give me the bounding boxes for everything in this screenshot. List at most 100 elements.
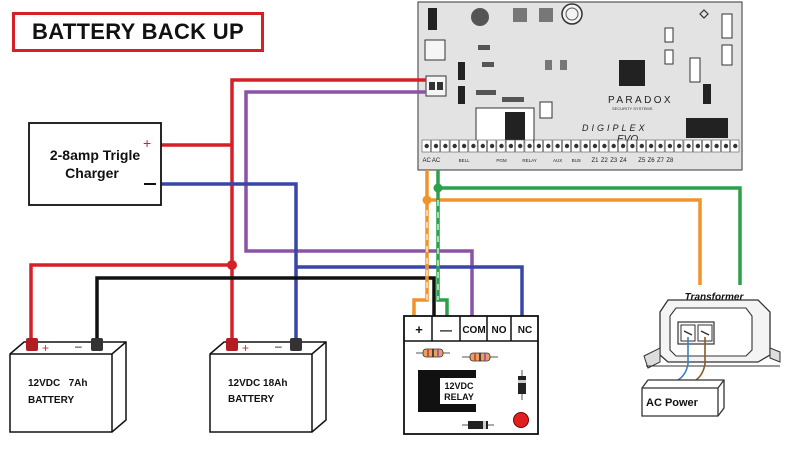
terminal-screw-icon — [461, 143, 467, 149]
svg-text:+: + — [42, 341, 49, 355]
terminal-screw-icon — [518, 143, 523, 149]
charger-label-line1: 2-8amp Trigle — [50, 147, 140, 163]
relay-terminal-minus: — — [440, 323, 452, 337]
wire-red-main — [230, 78, 426, 344]
panel-terminal-label: PGM — [496, 158, 507, 163]
fuse-icon — [428, 8, 437, 30]
wire-green — [436, 170, 742, 285]
wire-black — [95, 276, 436, 344]
battery-terminal-positive — [226, 338, 238, 351]
panel-terminal-label: Z6 — [648, 158, 656, 164]
terminal-screw-icon — [611, 143, 616, 149]
terminal-screw-icon — [723, 143, 729, 149]
charger: 2-8amp Trigle Charger + — [28, 122, 162, 206]
ac-power: AC Power — [641, 379, 725, 417]
mounting-icon — [699, 9, 709, 19]
terminal-screw-icon — [433, 143, 439, 149]
svg-text:+: + — [242, 341, 249, 355]
battery-7ah: + – 12VDC 7Ah BATTERY — [9, 338, 127, 433]
panel-terminal-label: Z4 — [620, 158, 628, 164]
terminal-screw-icon — [527, 143, 532, 149]
terminal-screw-icon — [574, 143, 579, 149]
wires — [29, 78, 742, 344]
panel-terminal-label: AUX — [553, 158, 562, 163]
wire-purple — [244, 90, 474, 318]
terminal-screw-icon — [471, 143, 476, 149]
terminal-screw-icon — [630, 143, 635, 149]
panel-terminal-label: Z5 — [638, 158, 646, 164]
buzzer-icon — [471, 8, 489, 26]
terminal-screw-icon — [639, 143, 644, 149]
battery-18ah-label-line2: BATTERY — [228, 394, 274, 405]
panel-terminal-label: AC — [423, 158, 432, 164]
relay-terminal-no: NO — [492, 325, 507, 336]
relay-terminal-com: COM — [462, 325, 485, 336]
wire-orange — [425, 170, 702, 285]
terminal-screw-icon — [714, 143, 719, 149]
terminal-screw-icon — [583, 143, 588, 149]
panel-terminal-label: AC — [432, 158, 441, 164]
panel-terminal-label: BELL — [459, 158, 471, 163]
wire-orange-relay — [412, 200, 429, 318]
terminal-screw-icon — [480, 143, 485, 149]
battery-18ah: + – 12VDC 18Ah BATTERY — [209, 338, 327, 433]
terminal-screw-icon — [602, 143, 607, 149]
panel-terminal-label: Z3 — [610, 158, 618, 164]
ac-power-label: AC Power — [646, 397, 699, 409]
panel-terminal-label: Z1 — [591, 158, 599, 164]
relay-label-line1: 12VDC — [444, 381, 474, 391]
panel-model: DIGIPLEX — [582, 123, 648, 133]
relay-label-line2: RELAY — [444, 392, 474, 402]
panel-terminal-label: Z7 — [657, 158, 665, 164]
terminal-screw-icon — [564, 143, 570, 149]
wire-red-battery-7ah — [29, 263, 232, 344]
battery-terminal-negative — [91, 338, 103, 351]
panel-terminal-label: Z2 — [601, 158, 609, 164]
diagram-title: BATTERY BACK UP — [32, 19, 244, 44]
panel-terminal-label: RELAY — [522, 158, 536, 163]
panel-brand: PARADOX — [608, 95, 673, 106]
charger-plus-sign: + — [143, 135, 151, 151]
wire-junction — [227, 260, 237, 270]
terminal-screw-icon — [443, 143, 448, 149]
charger-label-line2: Charger — [65, 165, 119, 181]
relay-terminal-nc: NC — [518, 325, 532, 336]
led-icon — [513, 412, 529, 428]
battery-terminal-positive — [26, 338, 38, 351]
relay-terminal-plus: + — [415, 322, 423, 337]
relay-module: + — COM NO NC 12VDC RELAY — [403, 315, 539, 435]
diode-icon — [518, 370, 526, 400]
panel-terminal-label: BUS — [572, 158, 581, 163]
terminal-screw-icon — [546, 143, 551, 149]
terminal-screw-icon — [424, 143, 429, 149]
terminal-screw-icon — [733, 143, 738, 149]
terminal-screw-icon — [686, 143, 691, 149]
terminal-screw-icon — [648, 143, 654, 149]
alarm-panel: PARADOX SECURITY SYSTEMS DIGIPLEX EVO AC… — [417, 1, 743, 171]
transformer: Transformer — [643, 292, 781, 381]
terminal-screw-icon — [592, 143, 598, 149]
wire-blue-nc — [296, 265, 524, 318]
panel-brand-sub: SECURITY SYSTEMS — [612, 106, 653, 111]
terminal-screw-icon — [667, 143, 673, 149]
transformer-label: Transformer — [685, 292, 745, 303]
coin-battery-icon — [561, 3, 583, 25]
svg-text:–: – — [275, 339, 282, 353]
battery-18ah-label-line1: 12VDC 18Ah — [228, 378, 287, 389]
battery-connector — [425, 75, 447, 97]
resistor-icon — [462, 352, 498, 362]
terminal-screw-icon — [677, 143, 682, 149]
terminal-screw-icon — [658, 143, 663, 149]
terminal-screw-icon — [452, 143, 457, 149]
terminal-screw-icon — [705, 143, 710, 149]
resistor-icon — [416, 348, 450, 358]
diode-icon — [462, 421, 494, 429]
battery-7ah-label-line2: BATTERY — [28, 395, 74, 406]
panel-terminal-label: Z8 — [666, 158, 674, 164]
terminal-screw-icon — [620, 143, 626, 149]
diagram-title-box: BATTERY BACK UP — [12, 12, 264, 52]
panel-model-sub: EVO — [617, 134, 638, 145]
terminal-screw-icon — [555, 143, 560, 149]
